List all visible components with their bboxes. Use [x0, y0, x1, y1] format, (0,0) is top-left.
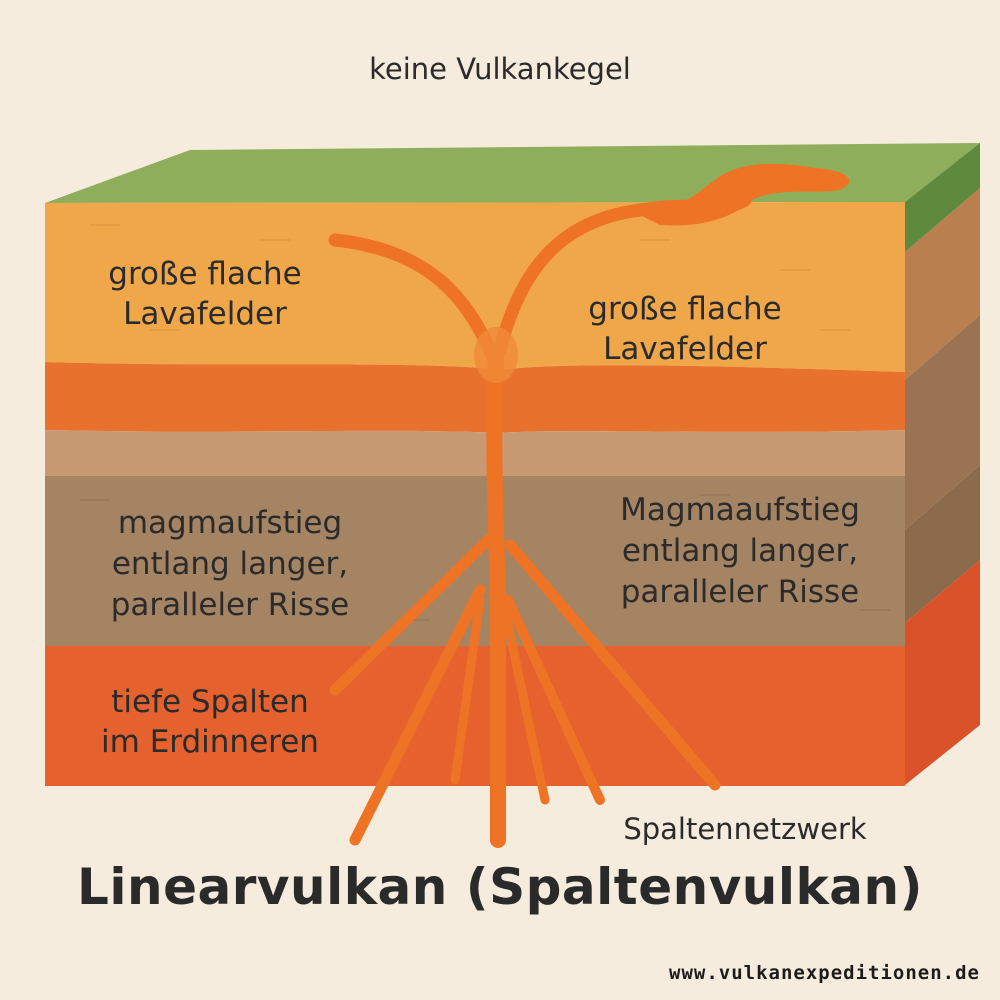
block-side-lava — [905, 188, 980, 380]
lava-fields-label-right: große flache Lavafelder — [588, 291, 782, 367]
diagram-title: Linearvulkan (Spaltenvulkan) — [77, 858, 923, 916]
top-annotation: keine Vulkankegel — [369, 52, 631, 86]
red-layer — [45, 646, 905, 786]
magma-rise-label-left: magmaufstieg entlang langer, paralleler … — [110, 505, 350, 623]
block-side-upper-brown — [905, 315, 980, 530]
main-conduit — [486, 352, 506, 848]
right-fissure-mid — [503, 595, 605, 805]
block-side-lower-brown — [905, 465, 980, 623]
orange-layer — [45, 362, 905, 433]
right-fissure-outer — [504, 539, 721, 791]
magma-chamber-glow — [474, 327, 518, 383]
website-credit: www.vulkanexpeditionen.de — [669, 962, 980, 984]
block-side-red — [905, 560, 980, 785]
magma-rise-label-right: Magmaaufstieg entlang langer, paralleler… — [620, 492, 860, 610]
rock-texture — [90, 224, 850, 331]
left-fissure-mid — [349, 584, 486, 846]
deep-fissures-label: tiefe Spalten im Erdinneren — [101, 684, 319, 760]
left-fissure-upper — [329, 534, 494, 696]
right-fissure-inner — [500, 605, 550, 805]
lava-fields-label-left: große flache Lavafelder — [108, 256, 302, 332]
fissure-network-label: Spaltennetzwerk — [623, 812, 867, 846]
surface-lava-flow — [640, 163, 850, 226]
lava-field-layer — [45, 202, 905, 372]
tan-layer — [45, 430, 905, 476]
left-fissure-inner — [450, 595, 485, 785]
block-side-grass — [905, 143, 980, 252]
